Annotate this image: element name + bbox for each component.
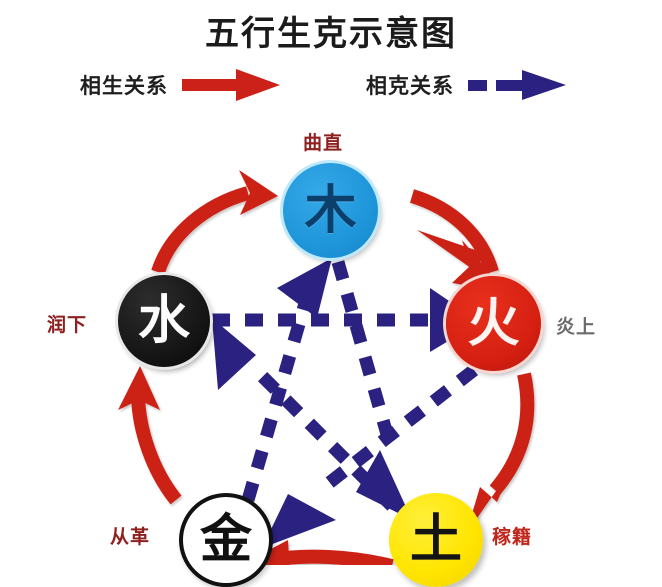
- node-wood[interactable]: 木: [283, 163, 378, 258]
- node-water-glyph: 水: [137, 291, 190, 351]
- node-metal-glyph: 金: [199, 510, 252, 570]
- node-metal[interactable]: 金: [179, 493, 273, 587]
- legend-label-ke: 相克关系: [366, 74, 454, 98]
- ke-arrow-fire-to-metal: [316, 364, 478, 496]
- page-title: 五行生克示意图: [205, 14, 457, 54]
- ke-head-to-earth: [356, 450, 412, 520]
- sheng-arc-water-to-wood: [151, 170, 278, 275]
- node-earth-caption: 稼籍: [492, 526, 533, 548]
- sheng-arc-fire-to-earth: [466, 372, 535, 534]
- node-fire[interactable]: 火: [446, 276, 541, 371]
- node-fire-glyph: 火: [467, 293, 520, 354]
- legend-label-sheng: 相生关系: [80, 74, 168, 98]
- node-earth-glyph: 土: [409, 510, 462, 570]
- relationship-arrows-layer: [118, 170, 535, 565]
- solid-right-arrow-icon: [182, 69, 280, 101]
- node-earth[interactable]: 土: [389, 493, 483, 587]
- node-water[interactable]: 水: [118, 275, 210, 367]
- sheng-arc-metal-to-water: [118, 366, 182, 505]
- node-wood-caption: 曲直: [303, 132, 344, 154]
- node-fire-caption: 炎上: [556, 316, 597, 338]
- wuxing-diagram: 五行生克示意图 相生关系 相克关系: [47, 14, 597, 587]
- ke-arrow-wood-to-earth: [331, 260, 399, 454]
- node-wood-glyph: 木: [304, 180, 357, 241]
- ke-head-to-metal: [262, 494, 336, 548]
- ke-pentagram: [212, 260, 478, 511]
- node-metal-caption: 从革: [110, 526, 151, 548]
- legend-item-ke: 相克关系: [366, 66, 570, 104]
- ke-head-to-wood: [277, 258, 332, 318]
- dashed-right-arrow-icon: [468, 70, 566, 100]
- node-water-caption: 润下: [47, 314, 88, 336]
- ke-head-to-water: [212, 318, 256, 390]
- legend-item-sheng: 相生关系: [80, 66, 284, 104]
- ke-arrow-metal-to-wood: [241, 298, 313, 502]
